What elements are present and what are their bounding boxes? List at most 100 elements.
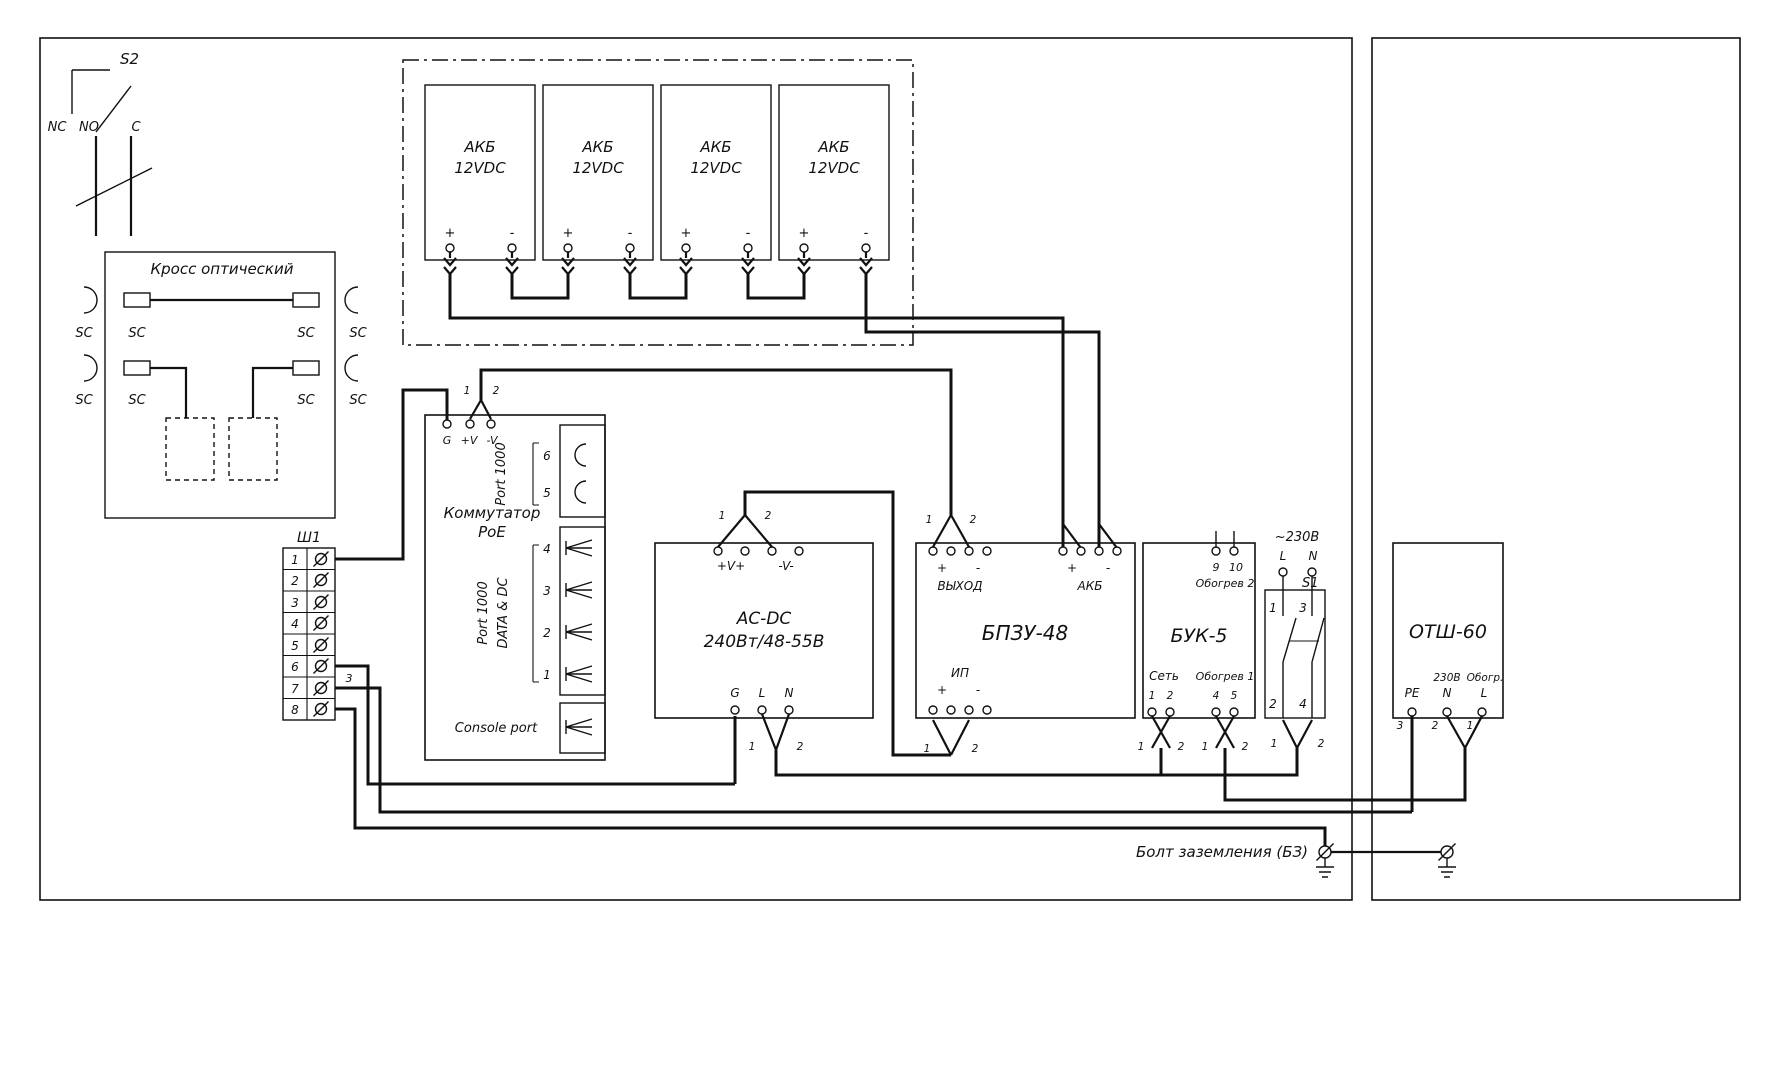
screw-terminal-icon bbox=[312, 593, 330, 611]
akb-label: АКБ bbox=[1077, 579, 1103, 593]
n-label: N bbox=[1309, 549, 1318, 563]
battery-bank-border bbox=[402, 59, 914, 346]
terminal-number: 4 bbox=[1213, 690, 1220, 702]
l-label: L bbox=[1481, 686, 1488, 700]
main-cabinet-outline bbox=[39, 37, 1353, 901]
minus-label: - bbox=[976, 561, 980, 575]
p2ole-number: 2 bbox=[1269, 697, 1277, 711]
bpzu-title: БПЗУ-48 bbox=[982, 621, 1068, 645]
copper-group-label: DATA & DC bbox=[496, 577, 511, 649]
heat1-terminal bbox=[1229, 707, 1239, 717]
port-number: 4 bbox=[543, 542, 551, 556]
port-number: 6 bbox=[543, 449, 551, 463]
switch-title: Коммутатор bbox=[444, 504, 541, 522]
sc-connector bbox=[123, 360, 151, 376]
wire-mark: 1 bbox=[926, 514, 933, 526]
ac-in-terminal-n bbox=[784, 705, 794, 715]
l-terminal bbox=[1477, 707, 1487, 717]
dc-out-terminal bbox=[740, 546, 750, 556]
pole-number: 4 bbox=[1299, 697, 1307, 711]
minus-label: - bbox=[864, 226, 869, 241]
sc-label: SC bbox=[349, 326, 367, 341]
terminal-number: 2 bbox=[1432, 720, 1439, 732]
wire-mark: 2 bbox=[797, 741, 804, 753]
port-number: 5 bbox=[543, 486, 551, 500]
battery-name: АКБ bbox=[817, 138, 849, 156]
fiber-port-icon bbox=[574, 443, 587, 467]
sh1-terminal-block: Ш1 1 2 3 4 5 6 7 8 3 bbox=[282, 530, 353, 721]
heat2-label: Обогрев 2 bbox=[1196, 577, 1255, 590]
battery-terminal bbox=[445, 243, 455, 253]
plus-label: + bbox=[563, 226, 574, 241]
vplus-terminal bbox=[465, 419, 475, 429]
screw-terminal-icon bbox=[312, 700, 330, 718]
minus-label: - bbox=[1106, 561, 1110, 575]
s1-breaker: ~230В L N S1 1 3 2 4 1 2 bbox=[1264, 530, 1326, 750]
splice-cassette bbox=[228, 417, 278, 481]
vplus-label: +V bbox=[461, 434, 479, 447]
earth-icon bbox=[1315, 857, 1335, 878]
ac-in-terminal-g bbox=[730, 705, 740, 715]
port-number: 2 bbox=[543, 626, 551, 640]
dc-out-minus-label: -V- bbox=[778, 559, 793, 573]
wire-mark: 2 bbox=[1242, 741, 1249, 753]
sc-label: SC bbox=[75, 393, 93, 408]
dc-out-terminal bbox=[767, 546, 777, 556]
switch-title: PoE bbox=[478, 523, 506, 541]
s2-switch: S2 NC NO C bbox=[48, 50, 153, 236]
battery-terminal bbox=[507, 243, 517, 253]
battery-2: АКБ 12VDC + - bbox=[542, 84, 654, 276]
plug-contact-icon bbox=[560, 250, 576, 276]
wire-mark: 1 bbox=[1202, 741, 1209, 753]
acdc-psu: AC-DC 240Вт/48-55В +V+ -V- 1 2 G L N 1 2 bbox=[654, 510, 874, 753]
wire-mark: 2 bbox=[493, 385, 500, 397]
ip-terminal bbox=[928, 705, 938, 715]
sc-connector bbox=[292, 360, 320, 376]
g-label: G bbox=[730, 686, 739, 700]
ground-bolt-label: Болт заземления (БЗ) bbox=[1136, 843, 1308, 861]
plug-contact-icon bbox=[740, 250, 756, 276]
ac-in-terminal-l bbox=[757, 705, 767, 715]
pole-number: 3 bbox=[1299, 601, 1307, 615]
battery-terminal bbox=[563, 243, 573, 253]
s2-nc-label: NC bbox=[48, 120, 68, 135]
n-label: N bbox=[1443, 686, 1452, 700]
fiber-port-block bbox=[559, 424, 606, 518]
ground-bolt-icon bbox=[1315, 842, 1335, 862]
sc-label: SC bbox=[297, 326, 315, 341]
akb-terminal bbox=[1112, 546, 1122, 556]
wire-mark: 2 bbox=[1318, 738, 1325, 750]
battery-name: АКБ bbox=[699, 138, 731, 156]
plug-contact-icon bbox=[504, 250, 520, 276]
supply-terminal bbox=[1278, 567, 1288, 577]
minus-label: - bbox=[976, 683, 980, 697]
minus-label: - bbox=[628, 226, 633, 241]
terminal-number: 1 bbox=[1467, 720, 1474, 732]
fiber-group-label: Port 1000 bbox=[494, 442, 509, 505]
ip-label: ИП bbox=[951, 666, 969, 680]
supply-label: ~230В bbox=[1275, 530, 1320, 545]
sc-label: SC bbox=[128, 326, 146, 341]
wire-mark: 2 bbox=[765, 510, 772, 522]
g-terminal bbox=[442, 419, 452, 429]
sc-adapter-icon bbox=[83, 286, 98, 314]
plug-contact-icon bbox=[622, 250, 638, 276]
otsh-title: ОТШ-60 bbox=[1409, 621, 1487, 643]
pole-number: 1 bbox=[1269, 601, 1277, 615]
terminal-number: 6 bbox=[291, 660, 299, 674]
wires bbox=[335, 274, 1483, 854]
out-terminal bbox=[928, 546, 938, 556]
port-number: 3 bbox=[543, 584, 551, 598]
s2-label: S2 bbox=[120, 50, 139, 68]
akb-terminal bbox=[1076, 546, 1086, 556]
dc-out-terminal bbox=[713, 546, 723, 556]
optical-cross-title: Кросс оптический bbox=[151, 260, 294, 278]
plus-label: + bbox=[445, 226, 456, 241]
console-port-icon bbox=[565, 718, 593, 736]
wire-mark: 1 bbox=[719, 510, 726, 522]
plus-label: + bbox=[681, 226, 692, 241]
net-label: Сеть bbox=[1149, 669, 1179, 683]
cable-mark: 3 bbox=[346, 672, 353, 685]
g-label: G bbox=[443, 434, 452, 447]
